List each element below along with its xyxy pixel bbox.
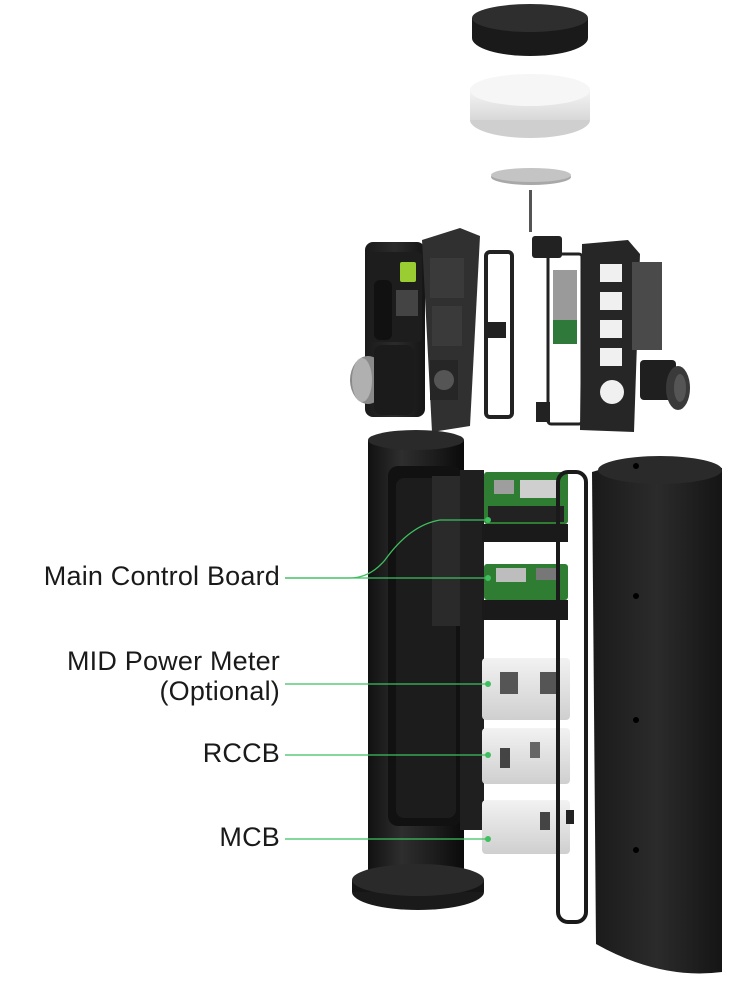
screws	[529, 190, 532, 232]
upper-circuit-board	[546, 252, 584, 426]
mid-power-meter-label-line2: (Optional)	[159, 676, 280, 706]
leader-lines	[285, 519, 486, 840]
curved-cover	[592, 456, 722, 974]
right-cable-gland	[640, 360, 690, 410]
front-panel	[422, 228, 480, 432]
mid-power-meter-label-line1: MID Power Meter	[66, 646, 280, 676]
mcb	[482, 800, 574, 854]
leader-dots	[485, 517, 491, 842]
main-control-board-upper	[482, 472, 568, 542]
mid-power-meter-label: MID Power Meter (Optional)	[67, 646, 280, 706]
main-control-board-lower	[482, 564, 568, 620]
gasket-frame	[484, 250, 514, 419]
mid-power-meter	[482, 658, 570, 720]
bracket-parts	[488, 236, 562, 422]
light-diffuser	[470, 74, 590, 138]
main-control-board-label: Main Control Board	[43, 561, 280, 591]
side-gasket-frame	[556, 470, 588, 924]
rccb	[482, 728, 570, 784]
mcb-label: MCB	[219, 822, 280, 852]
base-plate	[352, 864, 484, 910]
rear-plate	[580, 240, 662, 432]
mounting-plate	[432, 470, 484, 830]
gasket-disc	[491, 168, 571, 185]
charger-head	[350, 242, 425, 417]
rccb-label: RCCB	[202, 738, 280, 768]
top-cap	[472, 4, 588, 56]
